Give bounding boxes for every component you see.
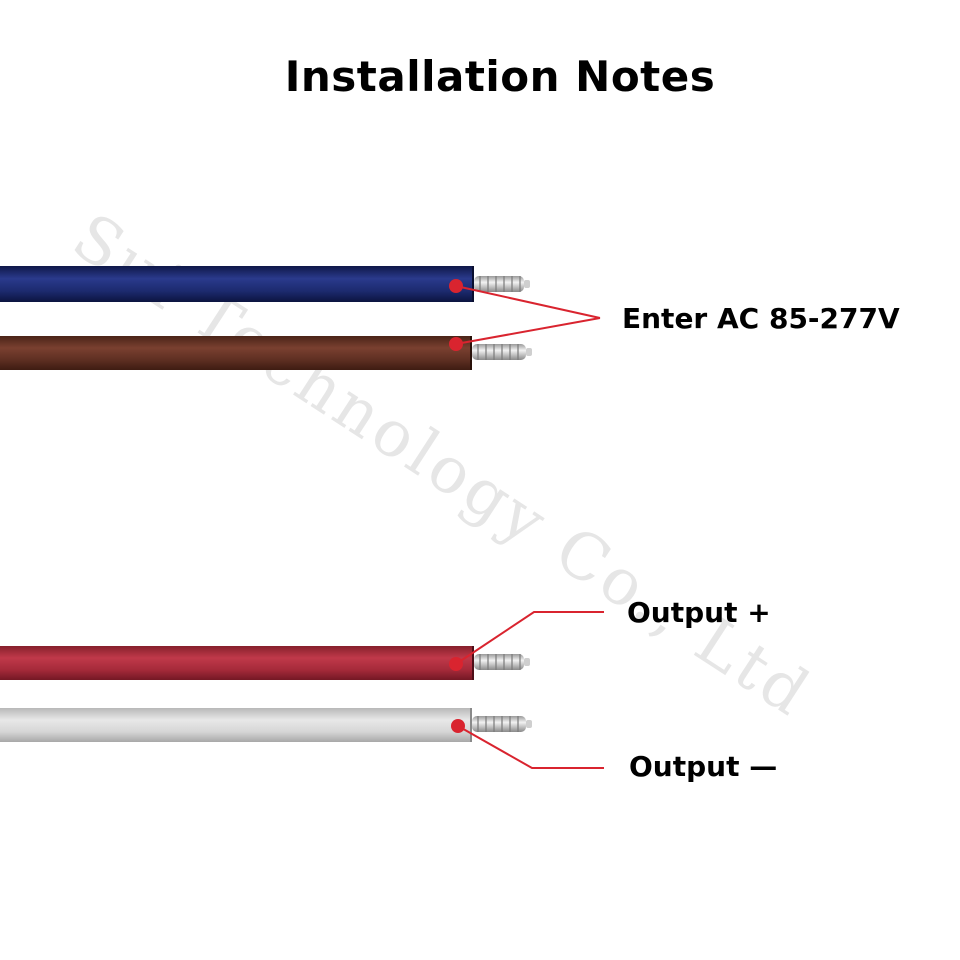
wire-brown — [0, 336, 532, 370]
label-output-plus: Output + — [627, 596, 771, 629]
leader-line-blue — [455, 285, 601, 319]
wire-red — [0, 646, 530, 680]
dot-blue — [449, 279, 463, 293]
leader-lines — [455, 285, 604, 769]
stripped-end-icon — [474, 276, 530, 292]
label-output-minus: Output — — [629, 750, 778, 783]
page-title: Installation Notes — [284, 52, 716, 101]
dot-white — [451, 719, 465, 733]
stripped-end-icon — [472, 716, 532, 732]
leader-line-red — [455, 611, 604, 665]
leader-line-brown — [455, 317, 601, 345]
stripped-end-icon — [472, 344, 532, 360]
label-enter-ac: Enter AC 85-277V — [622, 302, 900, 335]
leader-line-white — [457, 725, 604, 769]
dot-brown — [449, 337, 463, 351]
wire-white — [0, 708, 532, 742]
connection-dots — [449, 279, 465, 733]
wire-blue — [0, 266, 530, 302]
stripped-end-icon — [474, 654, 530, 670]
dot-red — [449, 657, 463, 671]
